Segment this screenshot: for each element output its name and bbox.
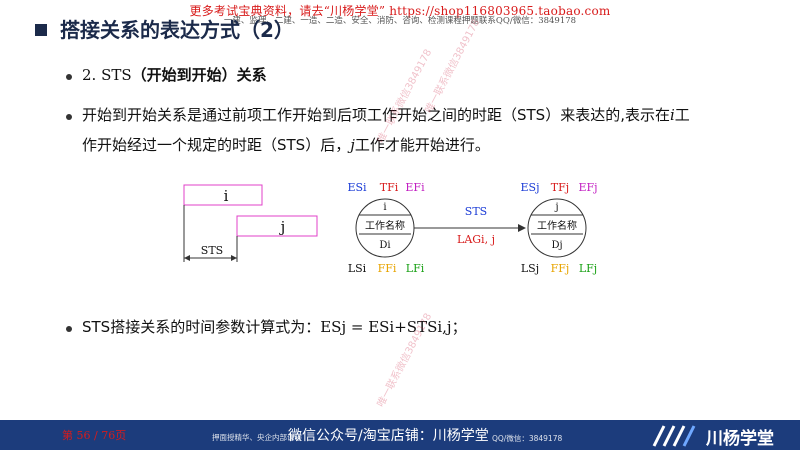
- node-j-duration: Dj: [551, 240, 562, 251]
- lf-i-label: LFi: [406, 262, 425, 275]
- page-title: 搭接关系的表达方式（2）: [60, 18, 294, 42]
- arrow-lag-label: LAGi, j: [457, 233, 495, 246]
- sts-label: STS: [201, 244, 223, 257]
- watermark-subline: 一建、监理、二建、一造、二造、安全、消防、咨询、检测课程押题联系QQ/微信：38…: [223, 16, 577, 26]
- tf-i-label: TFi: [380, 181, 399, 194]
- es-j-label: ESj: [521, 181, 540, 194]
- tf-j-label: TFj: [551, 181, 569, 194]
- formula-line: STS搭接关系的时间参数计算式为：ESj = ESi+STSi,j；: [82, 316, 467, 337]
- node-i-name: 工作名称: [365, 219, 405, 232]
- footer-bar: [0, 420, 800, 450]
- title-bullet-square: [35, 24, 47, 36]
- ef-j-label: EFj: [578, 181, 597, 194]
- paragraph-italic-i: i: [669, 106, 675, 124]
- es-i-label: ESi: [347, 181, 367, 194]
- bullet-dot: [66, 326, 72, 332]
- ff-i-label: FFi: [378, 262, 397, 275]
- bullet-dot: [66, 114, 72, 120]
- formula: ESj = ESi+STSi,j；: [320, 318, 467, 336]
- sts-diagram: i j STS ESi TFi EFi i 工作名称 Di LSi FFi LF…: [183, 181, 598, 275]
- node-j-name: 工作名称: [537, 219, 577, 232]
- ls-j-label: LSj: [521, 262, 539, 275]
- paragraph-tail: 工: [674, 106, 690, 124]
- bar-j: [236, 215, 318, 237]
- node-j-id: j: [554, 202, 558, 213]
- node-i: ESi TFi EFi i 工作名称 Di LSi FFi LFi: [347, 181, 425, 275]
- arrowhead: [231, 255, 237, 261]
- paragraph-italic-j: j: [350, 136, 355, 154]
- bullet-heading-bold: （开始到开始）关系: [131, 66, 267, 84]
- footer-promo: 微信公众号/淘宝店铺：川杨学堂: [288, 428, 489, 444]
- brand-logo-icon: [652, 425, 696, 447]
- paragraph-text: 作开始经过一个规定的时距（STS）后，: [82, 136, 351, 154]
- lf-j-label: LFj: [579, 262, 597, 275]
- brand-name: 川杨学堂: [706, 429, 774, 449]
- footer-tagline: 押面授精华、央企内部课程: [212, 433, 302, 442]
- ls-i-label: LSi: [348, 262, 367, 275]
- watermark-banner: 更多考试宝典资料，请去“川杨学堂” https://shop116803965.…: [189, 4, 611, 18]
- ff-j-label: FFj: [551, 262, 570, 275]
- paragraph-tail: 工作才能开始进行。: [354, 136, 490, 154]
- footer-contact: QQ/微信：3849178: [492, 434, 563, 443]
- paragraph-line-2: 作开始经过一个规定的时距（STS）后，j工作才能开始进行。: [82, 134, 490, 155]
- bullet-dot: [66, 74, 72, 80]
- page-counter: 第 56 / 76页: [62, 429, 127, 442]
- arrow-sts-label: STS: [465, 205, 487, 218]
- paragraph-line-1: 开始到开始关系是通过前项工作开始到后项工作开始之间的时距（STS）来表达的,表示…: [82, 104, 690, 125]
- paragraph-text: 开始到开始关系是通过前项工作开始到后项工作开始之间的时距（STS）来表达的,表示…: [82, 106, 670, 124]
- node-i-duration: Di: [379, 240, 390, 251]
- node-j-circle: [527, 198, 587, 258]
- ef-i-label: EFi: [405, 181, 425, 194]
- arrowhead: [518, 224, 526, 232]
- bullet-prefix: 2. STS: [82, 66, 132, 84]
- arrowhead: [184, 255, 190, 261]
- bullet-heading: 2. STS（开始到开始）关系: [82, 64, 267, 85]
- watermark-diagonal: 唯一联系微信3849178: [375, 47, 435, 146]
- bar-j-label: j: [279, 218, 286, 236]
- node-i-id: i: [383, 202, 386, 213]
- node-j: ESj TFj EFj j 工作名称 Dj LSj FFj LFj: [521, 181, 598, 275]
- watermark-diagonal: 唯一联系微信3849178: [423, 17, 483, 116]
- bar-i-label: i: [224, 187, 229, 205]
- bar-i: [183, 184, 263, 206]
- formula-label: STS搭接关系的时间参数计算式为：: [82, 318, 321, 336]
